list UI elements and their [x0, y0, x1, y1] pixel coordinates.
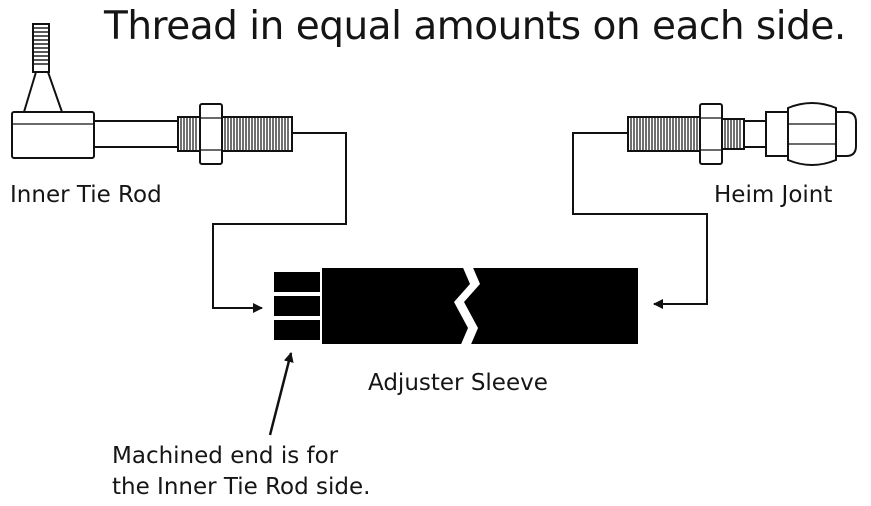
inner-tie-rod-part [11, 23, 293, 165]
machined-end-block [274, 320, 320, 340]
adjuster-sleeve-label: Adjuster Sleeve [368, 370, 548, 396]
inner-connector-arrow [212, 132, 347, 313]
machined-end-block [274, 272, 320, 292]
sleeve-tube [322, 268, 638, 344]
machined-end-note-line2: the Inner Tie Rod side. [112, 474, 371, 500]
inner-tie-rod-label: Inner Tie Rod [10, 182, 162, 208]
machined-end-pointer-arrow [268, 352, 294, 436]
sleeve-break-mark [454, 256, 480, 356]
heim-joint-label: Heim Joint [714, 182, 833, 208]
machined-end-block [274, 296, 320, 316]
adjuster-sleeve-part [274, 256, 638, 356]
heim-connector-arrow [572, 132, 708, 309]
diagram-title: Thread in equal amounts on each side. [104, 4, 846, 49]
heim-joint-part [627, 102, 857, 166]
machined-end-note-line1: Machined end is for [112, 443, 339, 469]
